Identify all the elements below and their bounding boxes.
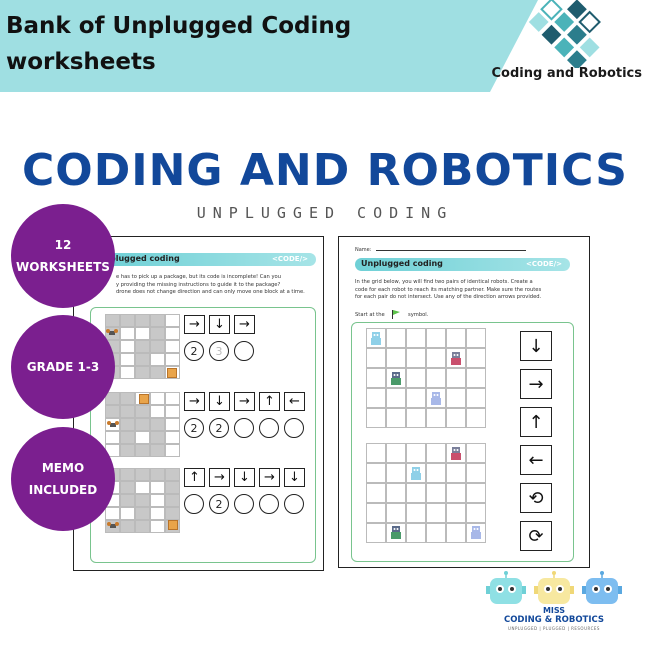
green-flag-icon: [392, 310, 401, 319]
header-band: Bank of Unplugged Coding worksheets Codi…: [0, 0, 650, 92]
arrow-box: →: [184, 315, 205, 334]
badge-memo: MEMO INCLUDED: [11, 427, 115, 531]
worksheet-instructions: In the grid below, you will find two pai…: [355, 279, 542, 300]
arrow-box: →: [234, 392, 255, 411]
arrow-box: →: [234, 315, 255, 334]
robot-grid-2: [366, 443, 486, 543]
logo-line-2: CODING & ROBOTICS: [503, 615, 605, 625]
rotate-clockwise-icon: ⟳: [520, 521, 552, 551]
code-tag: <CODE/>: [526, 260, 562, 268]
worksheet-instructions: e has to pick up a package, but its code…: [116, 274, 305, 295]
step-count-circle: 2: [209, 418, 229, 438]
step-count-circle: [234, 494, 254, 514]
worksheet-title: plugged coding: [110, 254, 180, 263]
worksheet-title-bar: Unplugged coding <CODE/>: [355, 258, 570, 271]
badge-grade: GRADE 1-3: [11, 315, 115, 419]
robot-icon: [411, 467, 421, 480]
drone-icon: [107, 522, 119, 528]
step-count-circle: [259, 494, 279, 514]
step-count-circle: [184, 494, 204, 514]
robot-icon: [451, 447, 461, 460]
code-tag: <CODE/>: [272, 255, 308, 263]
arrow-up-icon: ↑: [520, 407, 552, 437]
robot-icon: [391, 372, 401, 385]
worksheet-title-bar: plugged coding <CODE/>: [104, 253, 316, 266]
arrow-left-icon: ←: [520, 445, 552, 475]
arrow-box: ↑: [184, 468, 205, 487]
main-subtitle: UNPLUGGED CODING: [196, 204, 454, 222]
diamond-pattern-logo: [528, 0, 601, 68]
arrow-box: ←: [284, 392, 305, 411]
logo-line-1: MISS: [542, 606, 566, 615]
step-count-circle: 2: [184, 341, 204, 361]
drone-icon: [107, 421, 119, 427]
worksheet-preview-right: Name: Unplugged coding <CODE/> In the gr…: [338, 236, 590, 568]
rotate-counterclockwise-icon: ⟲: [520, 483, 552, 513]
arrow-box: ↑: [259, 392, 280, 411]
header-title: Bank of Unplugged Coding worksheets: [6, 13, 352, 75]
arrow-box: ↓: [234, 468, 255, 487]
robot-icon: [391, 526, 401, 539]
exercise-panel: ↓ → ↑ ← ⟲ ⟳: [351, 322, 574, 562]
exercise-panel: → ↓ → 2 3 → ↓ → ↑ ← 2 2 ↑ → ↓ → ↓ 2: [90, 307, 316, 563]
step-count-circle: [234, 418, 254, 438]
maze-grid-2: [105, 392, 180, 457]
step-count-circle: 3: [209, 341, 229, 361]
arrow-box: →: [209, 468, 230, 487]
miss-coding-robotics-logo: MISS CODING & ROBOTICS UNPLUGGED | PLUGG…: [474, 570, 634, 645]
robot-icon: [471, 526, 481, 539]
package-icon: [139, 394, 149, 404]
step-count-circle: 2: [184, 418, 204, 438]
main-title: CODING AND ROBOTICS: [22, 145, 628, 196]
step-count-circle: [259, 418, 279, 438]
step-count-circle: [284, 494, 304, 514]
robot-icon: [371, 332, 381, 345]
header-brand: Coding and Robotics: [491, 66, 642, 81]
step-count-circle: 2: [209, 494, 229, 514]
arrow-box: ↓: [284, 468, 305, 487]
arrow-box: →: [184, 392, 205, 411]
arrow-right-icon: →: [520, 369, 552, 399]
arrow-box: ↓: [209, 392, 230, 411]
package-icon: [167, 368, 177, 378]
arrow-box: →: [259, 468, 280, 487]
package-icon: [168, 520, 178, 530]
step-count-circle: [284, 418, 304, 438]
drone-icon: [106, 329, 118, 335]
robot-icon: [451, 352, 461, 365]
arrow-down-icon: ↓: [520, 331, 552, 361]
logo-line-3: UNPLUGGED | PLUGGED | RESOURCES: [508, 626, 600, 631]
arrow-box: ↓: [209, 315, 230, 334]
robot-grid-1: [366, 328, 486, 428]
step-count-circle: [234, 341, 254, 361]
start-instruction: Start at the symbol.: [355, 310, 429, 319]
worksheet-preview-left: plugged coding <CODE/> e has to pick up …: [73, 236, 324, 571]
name-line: Name:: [355, 247, 535, 253]
robot-icon: [431, 392, 441, 405]
robot-heads-icon: [486, 571, 622, 604]
badge-worksheets: 12 WORKSHEETS: [11, 204, 115, 308]
worksheet-title: Unplugged coding: [361, 259, 443, 268]
